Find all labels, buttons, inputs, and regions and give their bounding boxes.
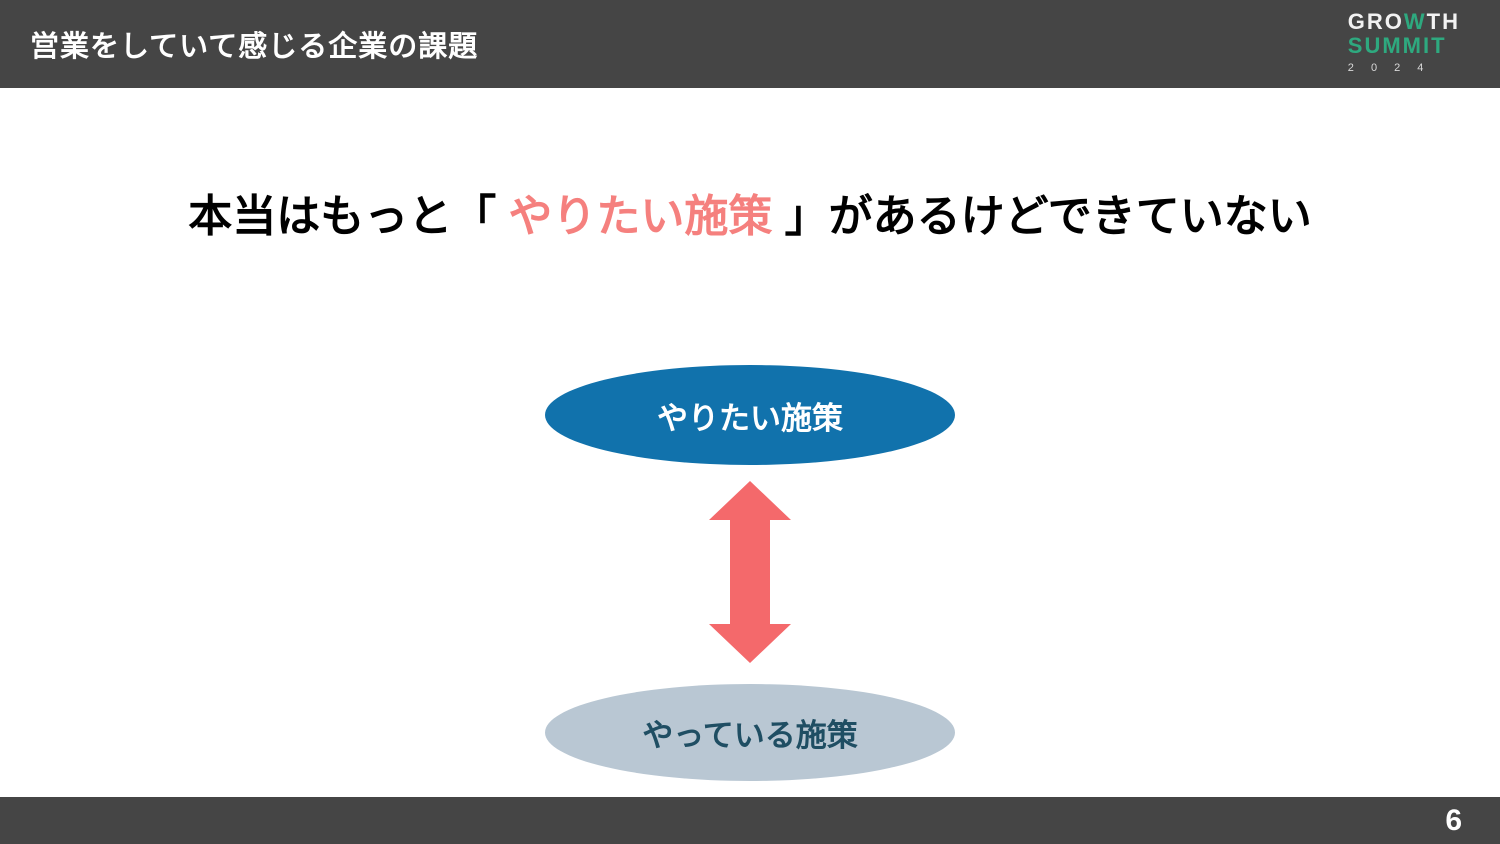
- headline: 本当はもっと「 やりたい施策 」があるけどできていない: [0, 180, 1500, 244]
- page-number: 6: [1445, 803, 1462, 837]
- desired-measures-label: やりたい施策: [657, 400, 843, 436]
- logo-summit-text: SUMMIT: [1347, 33, 1447, 58]
- double-arrow-icon: [709, 481, 791, 663]
- growth-summit-logo: GROWTH SUMMIT 2 0 2 4: [1348, 11, 1460, 74]
- current-measures-label: やっている施策: [642, 718, 858, 753]
- header-bar: 営業をしていて感じる企業の課題 GROWTH SUMMIT 2 0 2 4: [0, 0, 1500, 88]
- logo-growth-pre: GRO: [1347, 9, 1404, 34]
- desired-measures-ellipse: やりたい施策: [545, 365, 955, 465]
- logo-growth-post: TH: [1426, 9, 1460, 34]
- headline-prefix: 本当はもっと「: [188, 192, 497, 241]
- headline-suffix: 」があるけどできていない: [784, 192, 1312, 241]
- logo-growth-text: GROWTH: [1348, 11, 1460, 33]
- current-measures-ellipse: やっている施策: [545, 684, 955, 781]
- slide-title: 営業をしていて感じる企業の課題: [30, 31, 479, 63]
- footer-bar: 6: [0, 797, 1500, 844]
- headline-highlight: やりたい施策: [496, 192, 785, 241]
- logo-w-checkmark-icon: W: [1403, 9, 1427, 34]
- logo-year-text: 2 0 2 4: [1347, 62, 1431, 74]
